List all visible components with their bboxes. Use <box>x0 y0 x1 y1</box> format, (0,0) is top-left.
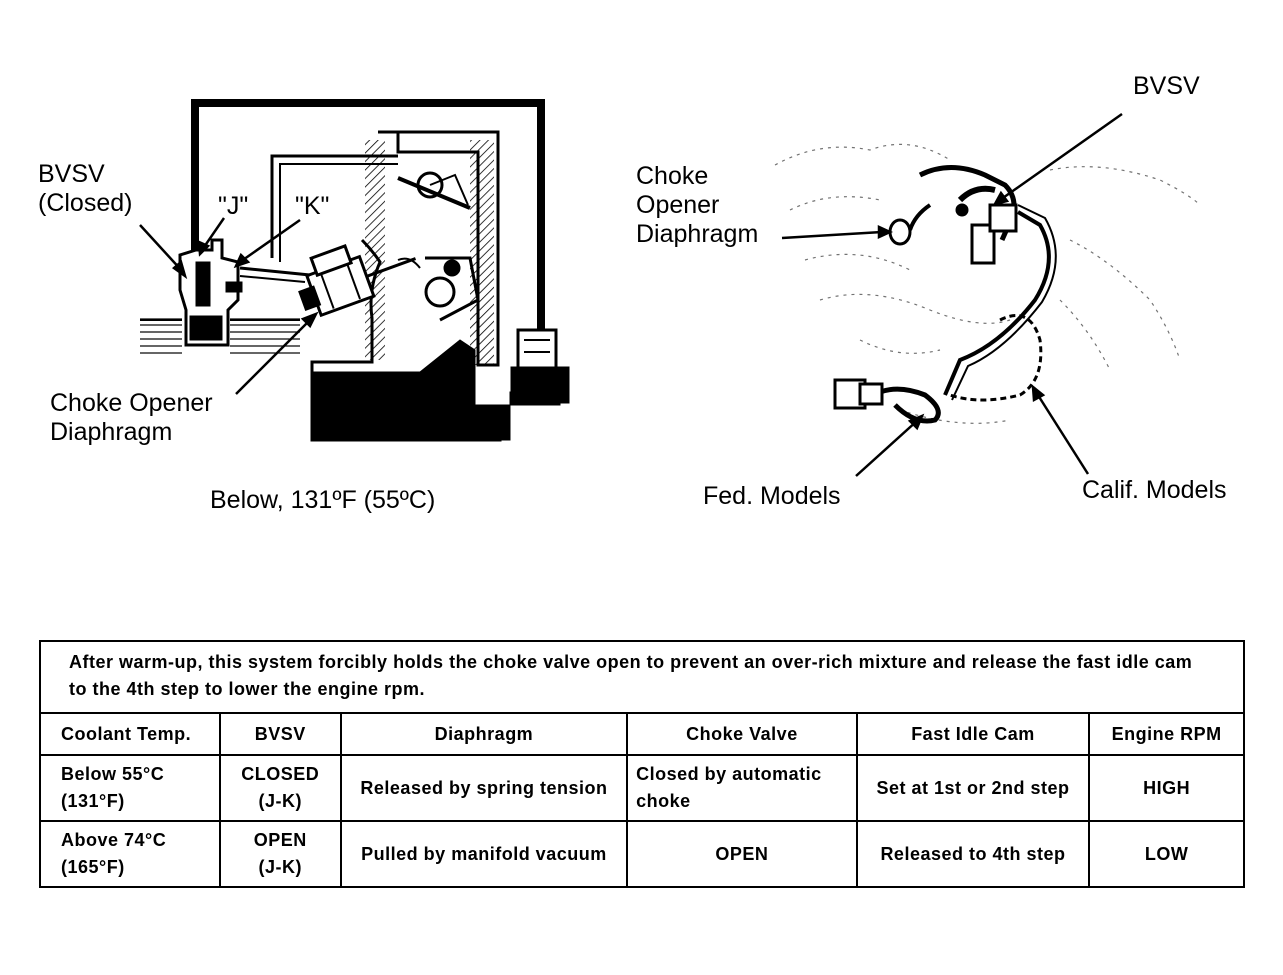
header-choke-valve: Choke Valve <box>626 712 858 756</box>
choke-opener-system-table: After warm-up, this system forcibly hold… <box>39 640 1245 888</box>
table-row: Below 55°C (131°F) CLOSED (J-K) Released… <box>39 754 1245 822</box>
bvsv-closed-label: BVSV (Closed) <box>38 160 133 217</box>
cell-fast-idle-cam: Set at 1st or 2nd step <box>855 754 1091 822</box>
diagram-figures <box>139 99 1201 477</box>
choke-opener-diaphragm-label: Choke Opener Diaphragm <box>50 389 213 446</box>
header-engine-rpm: Engine RPM <box>1088 712 1245 756</box>
header-fast-idle-cam: Fast Idle Cam <box>855 712 1091 756</box>
cell-diaphragm: Released by spring tension <box>339 754 629 822</box>
header-diaphragm: Diaphragm <box>339 712 629 756</box>
cell-bvsv: OPEN (J-K) <box>218 820 342 888</box>
cell-engine-rpm: HIGH <box>1088 754 1245 822</box>
cell-fast-idle-cam: Released to 4th step <box>855 820 1091 888</box>
table-row: Above 74°C (165°F) OPEN (J-K) Pulled by … <box>39 820 1245 888</box>
fed-models-label: Fed. Models <box>703 482 841 510</box>
cell-choke-valve: Closed by automatic choke <box>626 754 858 822</box>
j-port-label: "J" <box>218 192 249 220</box>
cell-coolant-temp: Below 55°C (131°F) <box>39 754 221 822</box>
cell-coolant-temp: Above 74°C (165°F) <box>39 820 221 888</box>
right-leader-lines <box>781 112 1123 477</box>
calif-models-label: Calif. Models <box>1082 476 1227 504</box>
choke-opener-diaphragm-label-right: Choke Opener Diaphragm <box>636 162 759 248</box>
table-description: After warm-up, this system forcibly hold… <box>39 640 1245 714</box>
left-leader-lines <box>139 217 319 395</box>
table-header-row: Coolant Temp. BVSV Diaphragm Choke Valve… <box>39 712 1245 756</box>
header-coolant-temp: Coolant Temp. <box>39 712 221 756</box>
cell-bvsv: CLOSED (J-K) <box>218 754 342 822</box>
engine-view-sketch <box>774 143 1201 424</box>
header-bvsv: BVSV <box>218 712 342 756</box>
left-figure-caption: Below, 131ºF (55ºC) <box>210 486 436 514</box>
cell-engine-rpm: LOW <box>1088 820 1245 888</box>
carburetor-cross-section <box>140 99 570 442</box>
cell-diaphragm: Pulled by manifold vacuum <box>339 820 629 888</box>
bvsv-label: BVSV <box>1133 72 1200 100</box>
k-port-label: "K" <box>295 192 330 220</box>
cell-choke-valve: OPEN <box>626 820 858 888</box>
